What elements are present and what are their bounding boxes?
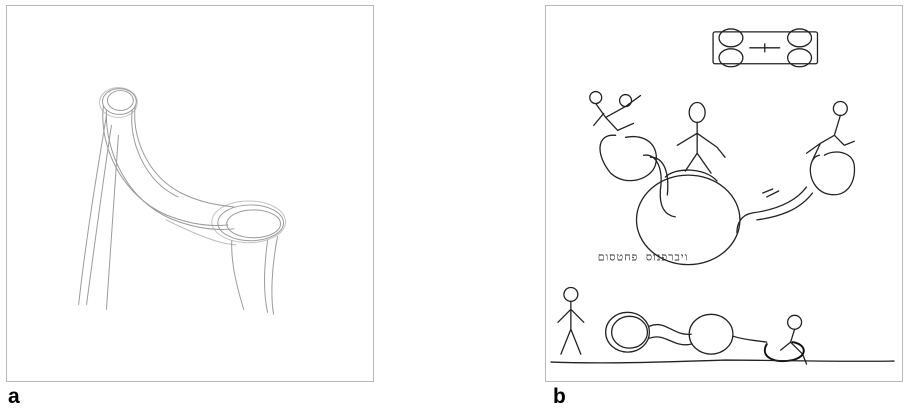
tube-sketch-drawing (7, 6, 373, 381)
panel-label-b: b (553, 386, 566, 407)
panel-a-sketch (6, 5, 374, 382)
sketch-annotation: ויברפנוס פחטסום (598, 251, 689, 264)
panel-label-a: a (8, 386, 20, 407)
figures-sketch-drawing: ויברפנוס פחטסום (546, 6, 902, 381)
panel-b-sketch: ויברפנוס פחטסום (545, 5, 903, 382)
